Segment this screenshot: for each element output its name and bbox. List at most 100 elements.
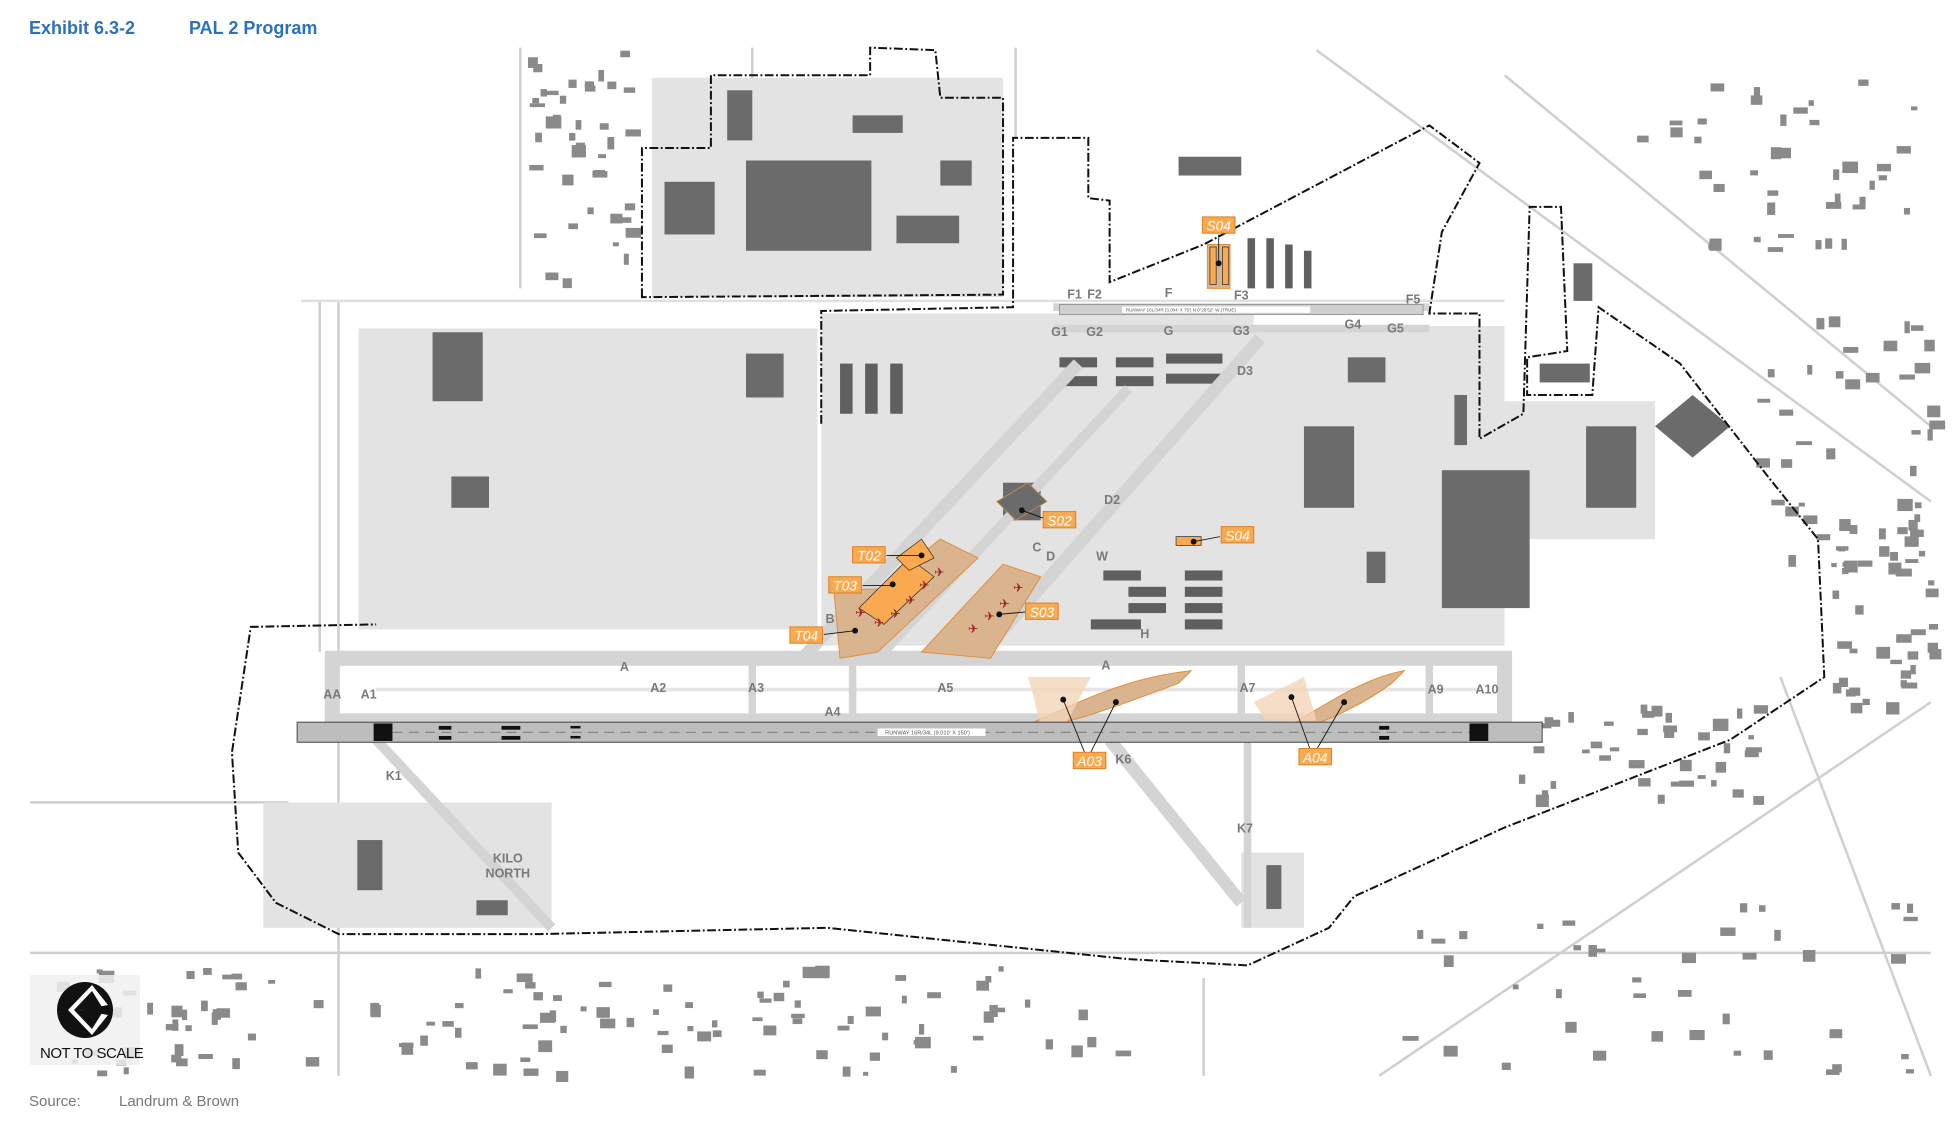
- building: [1903, 207, 1911, 215]
- label-leaders: [823, 234, 1348, 753]
- building: [1886, 702, 1900, 715]
- building: [792, 1018, 803, 1025]
- building: [1651, 1031, 1664, 1042]
- building: [1858, 79, 1869, 86]
- building: [454, 1003, 464, 1009]
- building: [1632, 977, 1642, 983]
- building: [1512, 984, 1519, 990]
- building: [625, 227, 641, 238]
- taxiway-label: W: [1096, 549, 1108, 563]
- aircraft-icon: ✈: [968, 622, 979, 636]
- hatched-areas: [1028, 677, 1317, 725]
- aircraft-icon: ✈: [1013, 581, 1024, 595]
- building: [1896, 146, 1911, 154]
- building: [1689, 1029, 1705, 1041]
- project-label-s04: S04: [1220, 526, 1255, 544]
- aircraft-icon: ✈: [999, 597, 1010, 611]
- building: [1568, 712, 1574, 723]
- taxiway-label: D3: [1237, 364, 1253, 378]
- building: [918, 1023, 925, 1035]
- building: [575, 142, 585, 152]
- building: [1637, 728, 1648, 736]
- building: [773, 992, 785, 1002]
- building: [815, 965, 830, 979]
- building: [552, 114, 561, 127]
- building: [235, 982, 247, 991]
- building: [1736, 708, 1743, 719]
- north-arrow-panel: [30, 975, 140, 1065]
- building: [869, 1052, 880, 1061]
- building: [1663, 725, 1678, 733]
- building: [1753, 705, 1768, 714]
- building: [1679, 780, 1695, 787]
- building: [950, 1065, 957, 1073]
- taxiway-label: K7: [1237, 822, 1253, 836]
- taxiway-label: G: [1164, 324, 1174, 338]
- project-label-a03: A03: [1072, 751, 1107, 770]
- building: [1842, 568, 1849, 575]
- building: [1829, 1029, 1843, 1039]
- building: [1745, 747, 1762, 753]
- building: [1604, 721, 1614, 726]
- building: [1720, 927, 1736, 936]
- building: [1739, 903, 1748, 913]
- building: [533, 992, 543, 1001]
- building: [1850, 702, 1863, 714]
- building: [1793, 107, 1808, 114]
- building: [763, 1025, 777, 1036]
- building: [1694, 136, 1702, 144]
- building: [1609, 747, 1620, 752]
- building: [534, 233, 547, 239]
- building: [1753, 87, 1761, 99]
- building: [625, 129, 641, 137]
- building: [1904, 536, 1919, 547]
- building: [816, 1050, 828, 1060]
- building: [1897, 498, 1913, 512]
- building: [990, 1007, 1006, 1013]
- building: [842, 1066, 851, 1077]
- building: [1845, 379, 1861, 390]
- building: [1562, 920, 1576, 926]
- building: [865, 1006, 881, 1017]
- building: [1910, 325, 1924, 331]
- building: [587, 207, 594, 215]
- building: [420, 1035, 428, 1046]
- building: [1841, 238, 1847, 250]
- building: [1681, 952, 1697, 964]
- building: [559, 95, 567, 104]
- building: [174, 1044, 184, 1057]
- building: [1753, 236, 1761, 243]
- building: [532, 97, 540, 104]
- building: [847, 1015, 854, 1025]
- aircraft-icons: ✈✈✈✈✈✈✈✈✈✈: [855, 566, 1024, 636]
- building: [1417, 930, 1424, 940]
- taxiway-label: F2: [1087, 287, 1102, 301]
- project-label-text: T04: [794, 629, 818, 644]
- building: [1910, 106, 1918, 111]
- building: [624, 203, 636, 211]
- building: [1905, 1069, 1914, 1074]
- project-label-text: S04: [1206, 219, 1231, 234]
- building: [401, 1042, 414, 1055]
- building: [1767, 369, 1775, 378]
- building: [1929, 420, 1946, 430]
- building: [1115, 1050, 1132, 1057]
- building: [1842, 161, 1859, 174]
- building: [465, 1062, 478, 1070]
- building: [1633, 993, 1646, 998]
- building: [568, 79, 577, 88]
- building: [1914, 362, 1931, 374]
- building: [198, 1053, 213, 1059]
- building: [455, 1027, 462, 1038]
- building: [1832, 1064, 1842, 1073]
- building: [584, 81, 595, 88]
- building: [1918, 550, 1926, 557]
- building: [1862, 698, 1870, 706]
- building: [1771, 499, 1785, 506]
- building: [626, 1017, 635, 1028]
- building: [1744, 750, 1759, 758]
- building: [1890, 551, 1898, 561]
- building: [1767, 202, 1776, 215]
- building: [569, 132, 576, 141]
- building: [972, 1035, 984, 1041]
